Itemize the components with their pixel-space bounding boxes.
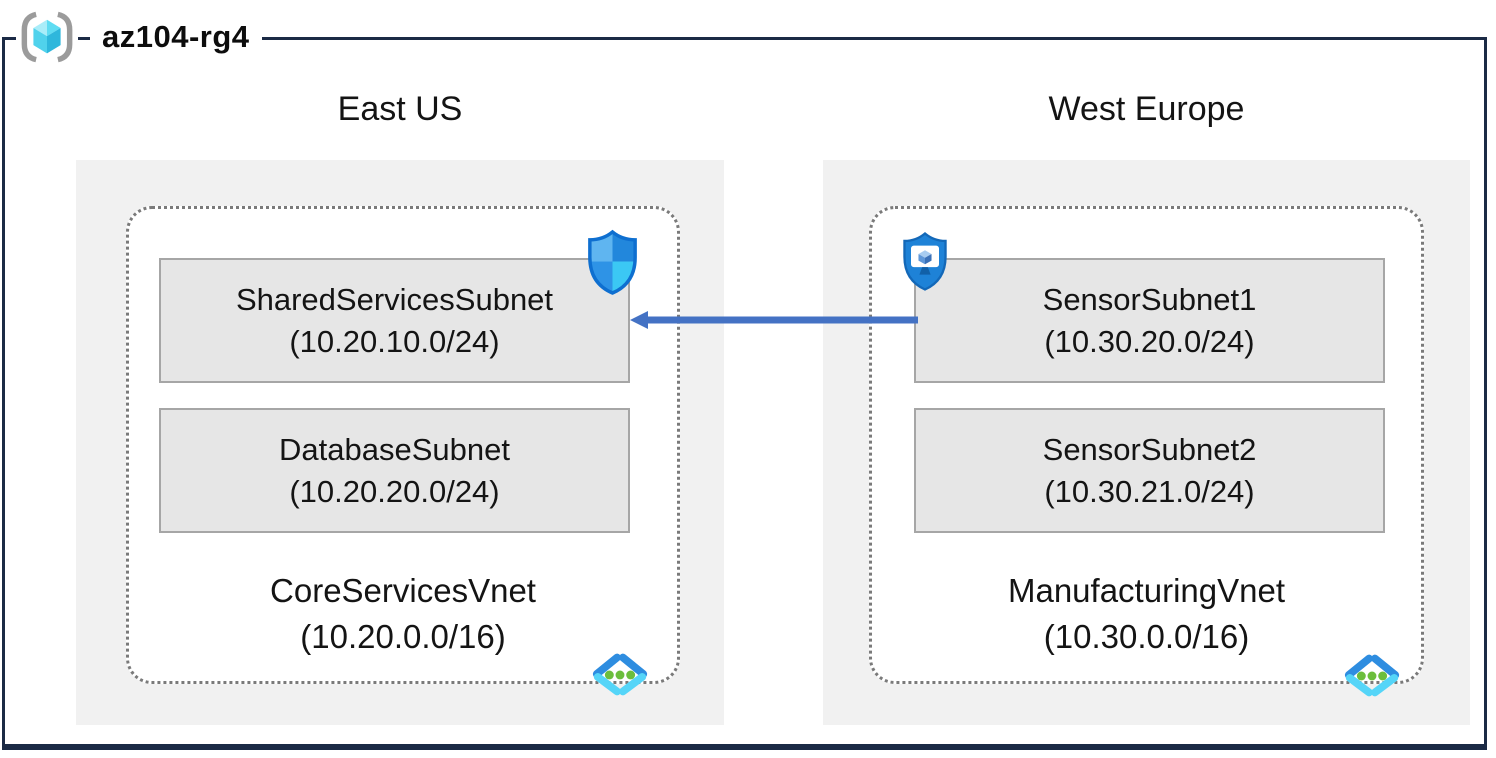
virtual-network-icon	[589, 651, 651, 697]
application-security-group-shield-icon	[897, 230, 953, 293]
vnet-name: CoreServicesVnet	[270, 572, 536, 609]
subnet-sensorsubnet2: SensorSubnet2 (10.30.21.0/24)	[914, 408, 1385, 533]
network-security-group-shield-icon	[581, 228, 644, 297]
resource-group-icon	[16, 8, 78, 66]
subnet-sharedservicessubnet: SharedServicesSubnet (10.20.10.0/24)	[159, 258, 630, 383]
subnet-cidr: (10.20.20.0/24)	[289, 473, 500, 509]
subnet-cidr: (10.20.10.0/24)	[289, 323, 500, 359]
resource-group-legend: az104-rg4	[16, 8, 262, 66]
subnet-databasesubnet: DatabaseSubnet (10.20.20.0/24)	[159, 408, 630, 533]
peering-arrow-icon	[629, 308, 918, 332]
region-label-east-us: East US	[337, 90, 463, 128]
vnet-cidr: (10.20.0.0/16)	[300, 617, 506, 655]
subnet-name: SensorSubnet2	[1042, 431, 1257, 467]
vnet-name: ManufacturingVnet	[1007, 572, 1285, 609]
subnet-cidr: (10.30.20.0/24)	[1044, 323, 1255, 359]
subnet-name: DatabaseSubnet	[279, 431, 510, 467]
vnet-label-coreservicesvnet: CoreServicesVnet (10.20.0.0/16)	[126, 568, 680, 659]
virtual-network-icon	[1341, 652, 1403, 698]
resource-group-frame	[2, 37, 1487, 750]
subnet-cidr: (10.30.21.0/24)	[1044, 473, 1255, 509]
vnet-cidr: (10.30.0.0/16)	[1043, 617, 1250, 655]
resource-group-name: az104-rg4	[90, 8, 262, 66]
subnet-sensorsubnet1: SensorSubnet1 (10.30.20.0/24)	[914, 258, 1385, 383]
subnet-name: SharedServicesSubnet	[235, 281, 554, 317]
subnet-name: SensorSubnet1	[1042, 281, 1257, 317]
region-label-west-europe: West Europe	[1048, 90, 1245, 128]
vnet-label-manufacturingvnet: ManufacturingVnet (10.30.0.0/16)	[869, 568, 1424, 659]
